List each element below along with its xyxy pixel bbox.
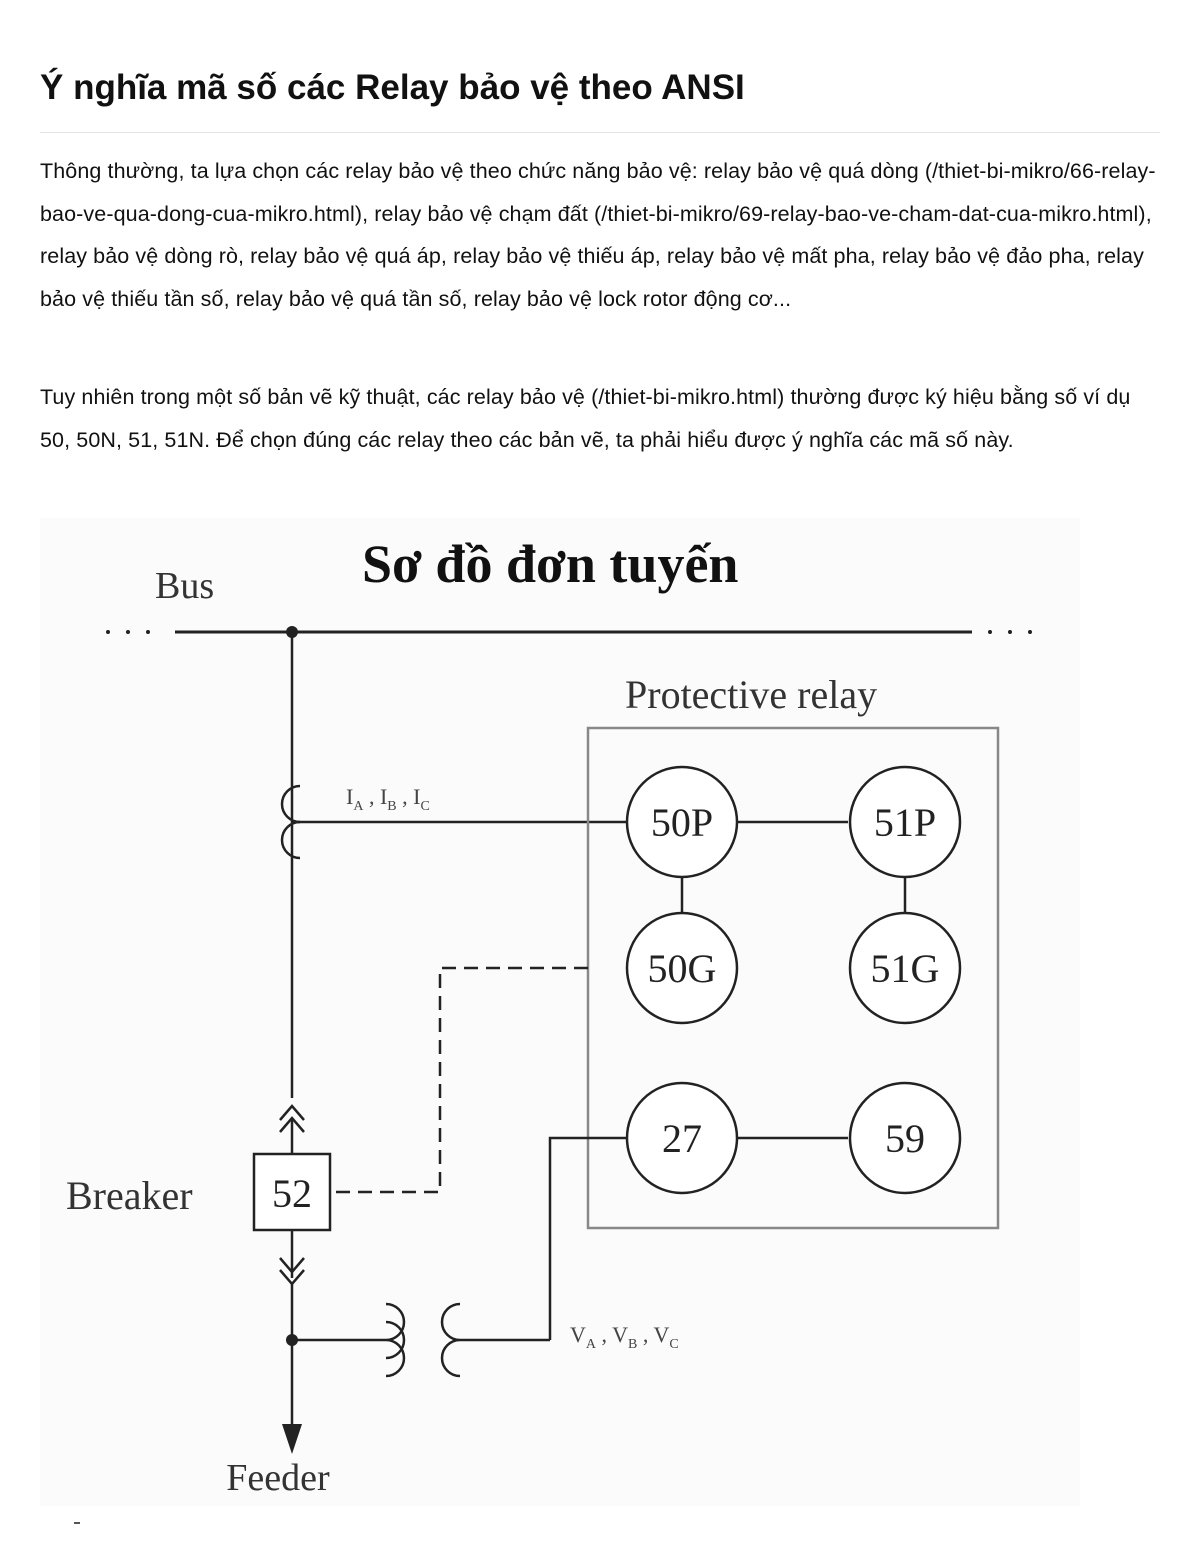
trip-signal-line — [330, 966, 588, 1194]
relay-connections — [680, 820, 907, 1140]
current-transformer — [280, 784, 628, 860]
voltage-transformer — [292, 1136, 628, 1378]
intro-paragraph: Thông thường, ta lựa chọn các relay bảo … — [40, 159, 1156, 311]
bus-label: Bus — [155, 565, 214, 607]
relay-51g-label: 51G — [871, 946, 940, 991]
feeder-label: Feeder — [226, 1457, 330, 1499]
relay-27: 27 — [625, 1081, 739, 1195]
voltage-signal-label: VA , VB , VC — [570, 1322, 679, 1352]
protective-relay-box — [586, 726, 1000, 1230]
breaker-number: 52 — [272, 1171, 312, 1216]
ansi-code-paragraph: Tuy nhiên trong một số bản vẽ kỹ thuật, … — [40, 385, 1131, 452]
relay-51p-label: 51P — [874, 800, 936, 845]
relay-59: 59 — [848, 1081, 962, 1195]
page-mark — [74, 1522, 80, 1524]
relay-50g-label: 50G — [648, 946, 717, 991]
relay-50g: 50G — [625, 911, 739, 1025]
title-divider — [40, 132, 1160, 133]
relay-59-label: 59 — [885, 1116, 925, 1161]
relay-51g: 51G — [848, 911, 962, 1025]
protective-relay-label: Protective relay — [625, 672, 877, 717]
page-title: Ý nghĩa mã số các Relay bảo vệ theo ANSI — [40, 68, 745, 107]
single-line-diagram: Sơ đồ đơn tuyến Bus IA , IB , IC Pro — [40, 518, 1080, 1506]
relay-51p: 51P — [848, 765, 962, 879]
breaker-label: Breaker — [66, 1173, 193, 1218]
relay-50p: 50P — [625, 765, 739, 879]
bus-line — [106, 626, 1032, 638]
relay-50p-label: 50P — [651, 800, 713, 845]
diagram-title: Sơ đồ đơn tuyến — [362, 534, 738, 594]
relay-27-label: 27 — [662, 1116, 702, 1161]
breaker-upper-contact — [279, 1104, 305, 1154]
current-signal-label: IA , IB , IC — [346, 784, 430, 814]
